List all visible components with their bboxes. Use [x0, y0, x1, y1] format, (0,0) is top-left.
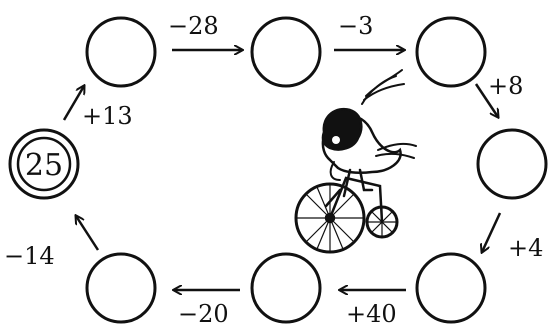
answer-circle-1[interactable] [87, 18, 155, 86]
answer-circle-6[interactable] [252, 254, 320, 322]
start-value: 25 [25, 148, 63, 183]
op-label-8: −14 [4, 242, 55, 270]
op-label-6: +40 [346, 300, 397, 328]
answer-circle-7[interactable] [87, 254, 155, 322]
answer-circle-4[interactable] [478, 130, 546, 198]
op-label-7: −20 [178, 300, 229, 328]
op-label-4: +8 [488, 72, 523, 100]
op-label-2: −28 [168, 12, 219, 40]
arrow-4-to-5 [482, 213, 500, 252]
start-node: 25 [10, 130, 78, 198]
hooded-head-icon [323, 109, 361, 149]
op-label-5: +4 [508, 234, 543, 262]
arrow-7-to-start [76, 216, 98, 250]
op-label-3: −3 [338, 12, 373, 40]
bicycle-rider-illustration [296, 70, 416, 252]
answer-circle-3[interactable] [417, 18, 485, 86]
op-label-1: +13 [82, 102, 133, 130]
answer-circle-2[interactable] [252, 18, 320, 86]
answer-circle-5[interactable] [417, 254, 485, 322]
arrow-start-to-1 [64, 86, 84, 120]
